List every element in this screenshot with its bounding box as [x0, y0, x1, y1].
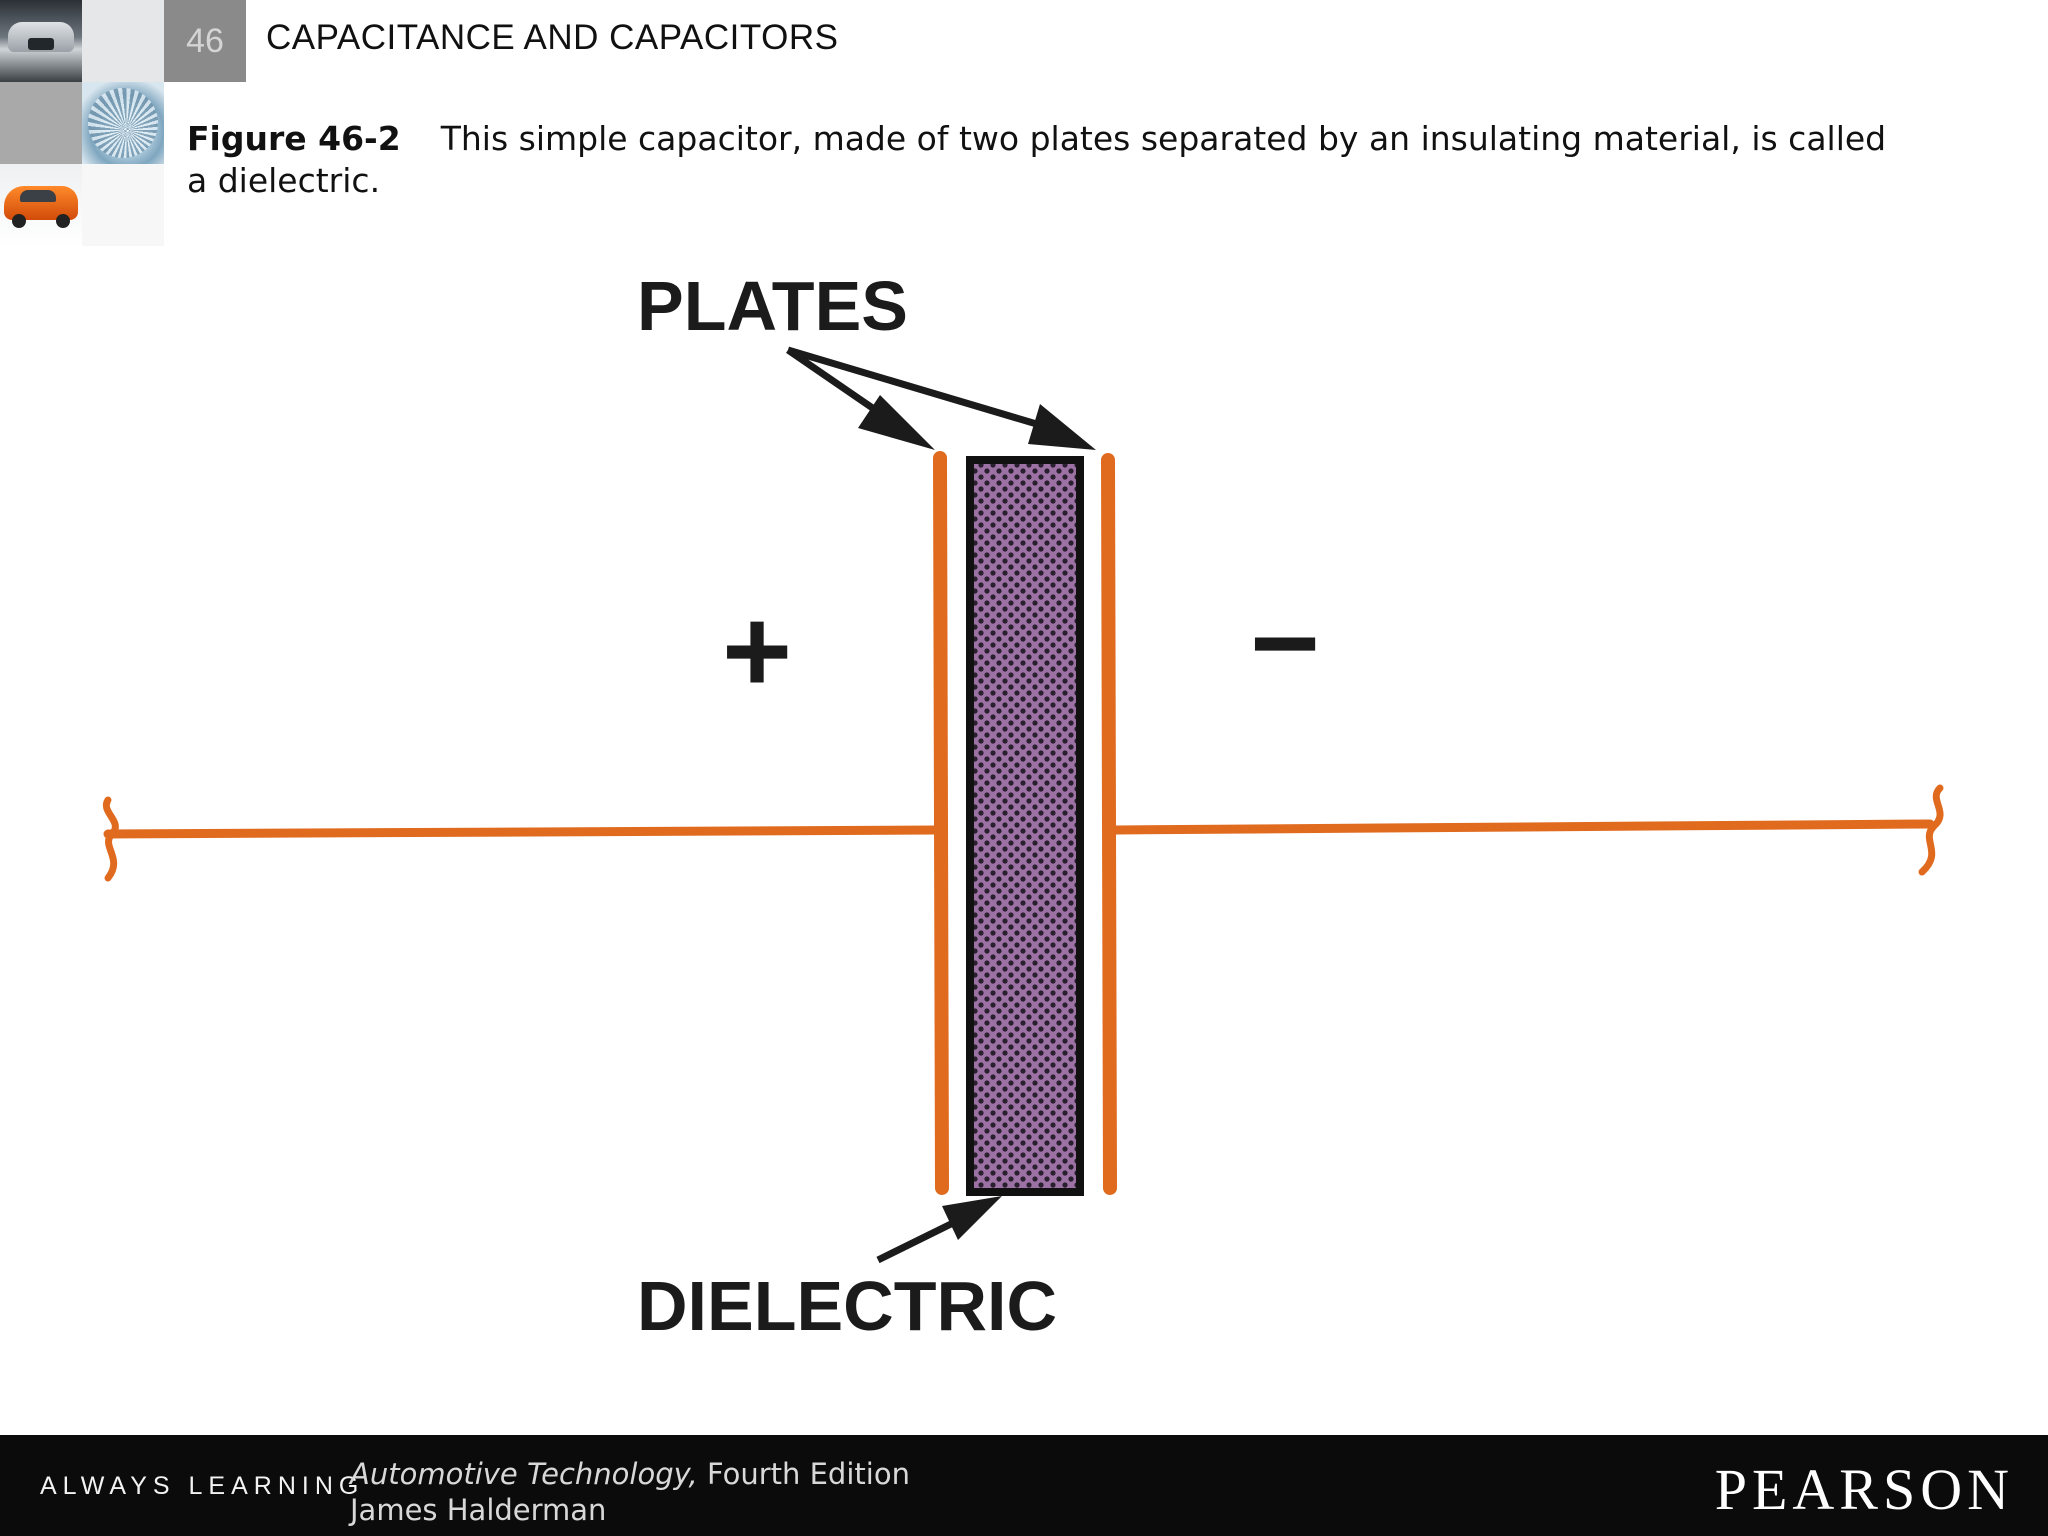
left-wire: [103, 825, 943, 839]
negative-plate: [1101, 453, 1117, 1195]
plates-arrow-left-head: [858, 395, 935, 450]
left-wire-break-symbol: [102, 796, 119, 882]
figure-caption-text: This simple capacitor, made of two plate…: [187, 119, 1887, 200]
dielectric-arrow-shaft: [876, 1218, 957, 1264]
mosaic-tile: [0, 82, 82, 164]
figure-label: Figure 46-2: [187, 119, 401, 158]
mosaic-tile: [82, 0, 164, 82]
orange-car-thumbnail: [0, 164, 82, 246]
footer-bar: [0, 1435, 2048, 1536]
plates-label: PLATES: [637, 267, 908, 345]
chapter-title: CAPACITANCE AND CAPACITORS: [266, 18, 839, 57]
dielectric-label: DIELECTRIC: [637, 1267, 1057, 1345]
book-edition: Fourth Edition: [697, 1457, 910, 1491]
slide-number-tile: [164, 0, 246, 82]
book-author: James Halderman: [350, 1493, 607, 1527]
slide-number: 46: [186, 21, 224, 60]
plates-arrow-right-head: [1028, 404, 1096, 450]
silver-car-thumbnail: [0, 0, 82, 82]
mosaic-tile: [164, 82, 246, 164]
dielectric-block: [966, 456, 1084, 1196]
always-learning-tagline: ALWAYS LEARNING: [40, 1472, 365, 1500]
book-citation: Automotive Technology, Fourth Edition Ja…: [350, 1456, 910, 1528]
right-wire-break-symbol: [1918, 784, 1944, 876]
pearson-logo: PEARSON: [1714, 1457, 2014, 1522]
right-wire: [1111, 819, 1935, 835]
dielectric-arrow-head: [942, 1196, 1002, 1240]
book-title: Automotive Technology,: [350, 1457, 698, 1491]
plates-arrow-right-shaft: [787, 346, 1051, 432]
negative-sign: −: [1250, 576, 1320, 710]
mosaic-tile: [82, 164, 164, 246]
turbine-thumbnail: [82, 82, 164, 164]
capacitor-diagram: + − PLATES DIELECTRIC: [102, 267, 1944, 1345]
header-image-mosaic: [0, 0, 246, 246]
positive-sign: +: [722, 584, 792, 718]
positive-plate: [933, 451, 949, 1195]
